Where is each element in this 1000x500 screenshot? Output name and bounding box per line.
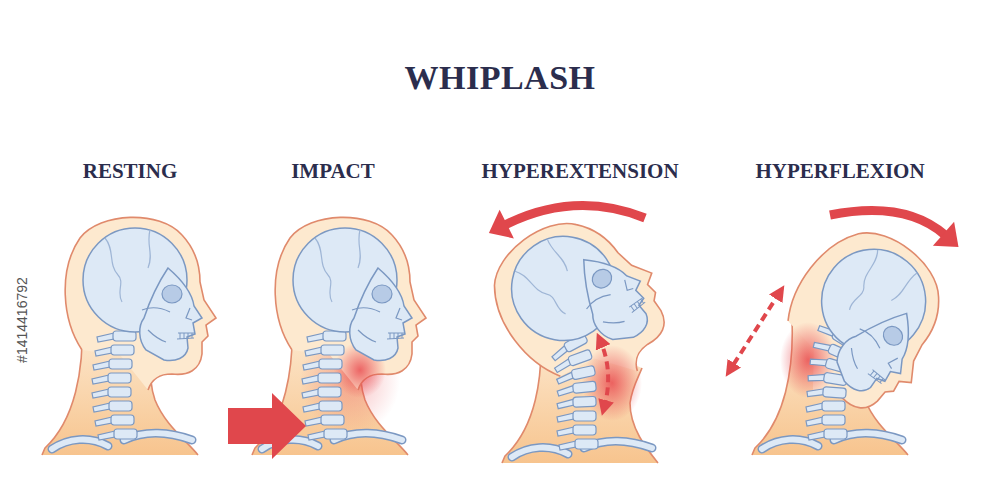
vertebra — [93, 359, 132, 370]
watermark-id: #1414416792 — [14, 277, 30, 363]
vertebra — [308, 429, 347, 440]
vertebra — [93, 401, 132, 412]
vertebra — [303, 359, 342, 370]
vertebra — [92, 387, 131, 398]
vertebra — [806, 415, 845, 426]
motion-arrowhead — [489, 210, 514, 239]
stretch-arrow — [600, 340, 608, 408]
hyperextension-figure — [470, 191, 693, 463]
skull — [293, 228, 412, 361]
head-outline — [65, 217, 216, 390]
vertebra — [95, 415, 134, 426]
stretch-arrow — [730, 292, 780, 370]
vertebra — [808, 429, 847, 440]
vertebra — [557, 396, 596, 408]
vertebra — [97, 331, 136, 342]
vertebra — [305, 345, 344, 356]
hyperflexion-figure — [749, 208, 976, 455]
vertebra — [557, 381, 597, 396]
impact-arrow — [228, 393, 306, 459]
motion-arrowhead — [933, 222, 959, 247]
diagram-title: WHIPLASH — [404, 58, 595, 97]
head-outline — [470, 191, 693, 419]
head-outline — [749, 208, 976, 437]
vertebra — [95, 345, 134, 356]
vertebra — [302, 387, 341, 398]
vertebra — [559, 439, 598, 450]
vertebra — [302, 373, 341, 384]
motion-arrow — [830, 211, 945, 236]
vertebra — [557, 425, 596, 436]
skull — [83, 228, 202, 361]
skull — [491, 207, 664, 384]
vertebra — [807, 386, 847, 400]
vertebra — [307, 331, 346, 342]
stage-label: HYPERFLEXION — [755, 159, 924, 183]
stage-label: IMPACT — [291, 159, 375, 183]
resting-figure — [42, 217, 216, 455]
stage-label: HYPEREXTENSION — [481, 159, 678, 183]
stage-label: RESTING — [83, 159, 178, 183]
vertebra — [305, 415, 344, 426]
vertebra — [806, 401, 845, 412]
vertebra — [98, 429, 137, 440]
motion-arrow — [505, 206, 645, 225]
vertebra — [303, 401, 342, 412]
vertebra — [92, 373, 131, 384]
vertebra — [557, 411, 596, 422]
skull — [782, 228, 958, 406]
